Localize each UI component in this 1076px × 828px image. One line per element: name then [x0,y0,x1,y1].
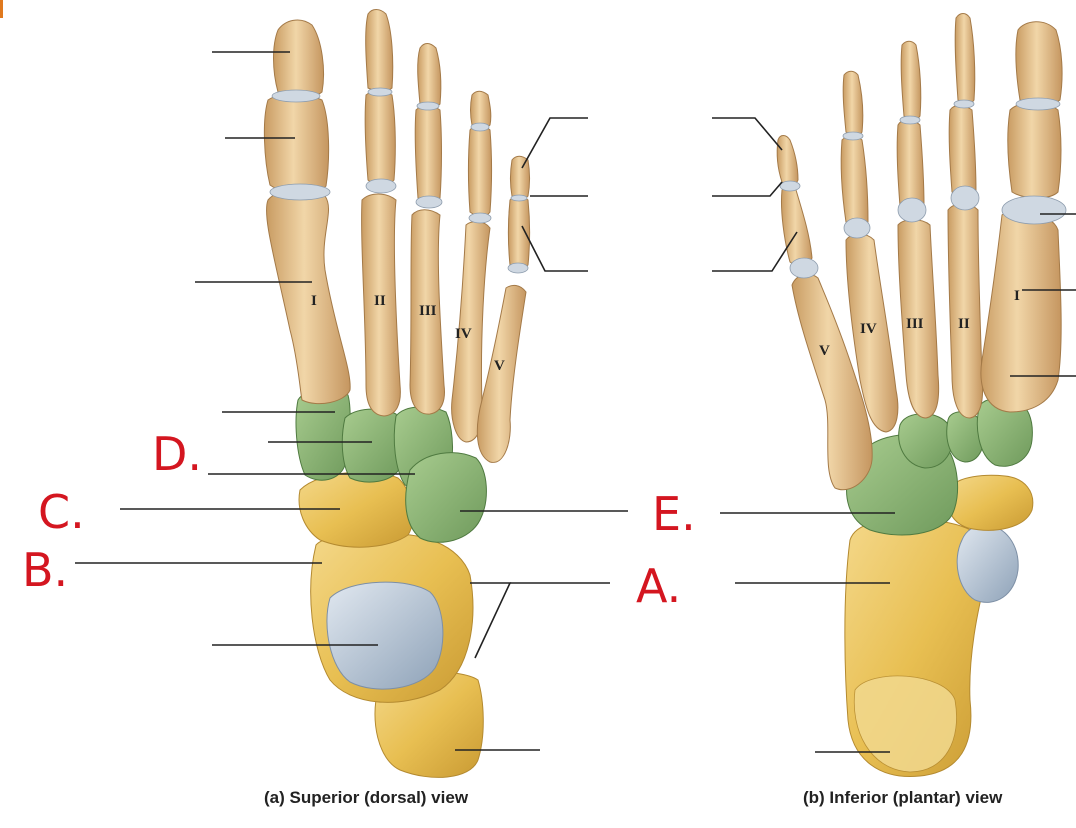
metatarsal-3-superior [409,209,445,415]
label-mask-left-mid [0,256,200,396]
metatarsal-4-inferior [845,233,899,433]
metatarsal-5-superior [476,284,527,463]
caption-superior-view: (a) Superior (dorsal) view [264,788,469,807]
inferior-joint-cartilage [779,97,1067,279]
toe-3-distal-phalanges-inferior [900,40,922,120]
numeral-superior-4: IV [455,326,472,342]
handwritten-label-c: C. [38,485,85,539]
label-mask-left-top [0,30,215,260]
toe-2-distal-phalanges-inferior [954,13,976,104]
toe-5-distal-phalanges [510,155,530,200]
handwritten-label-d: D. [152,427,202,481]
toe-3-proximal-phalanx-inferior [896,119,925,211]
superior-joint-cartilage [269,87,529,274]
toe-2-proximal-phalanx-inferior [948,105,977,197]
toe-5-proximal-phalanx-inferior [781,185,813,266]
hallux-distal-phalanx [273,19,325,99]
numeral-inferior-3: III [906,316,924,332]
toe-5-proximal-phalanx [508,195,530,270]
hallux-distal-phalanx-inferior [1015,21,1063,105]
toe-4-distal-phalanges-inferior [842,70,864,136]
caption-inferior-view: (b) Inferior (plantar) view [803,788,1003,807]
talus-head-inferior [956,524,1019,603]
navicular-inferior [947,474,1034,531]
label-mask-left-lower [0,390,230,480]
metatarsal-1-superior [266,189,351,405]
numeral-superior-3: III [419,303,437,319]
inferior-view-foot: V IV III II I [776,13,1067,777]
cuboid-superior [405,452,487,543]
toe-5-distal-phalanges-inferior [776,135,799,186]
calcaneal-tuberosity [853,675,957,773]
numeral-superior-5: V [494,358,505,374]
toe-2-distal-phalanges [365,9,394,92]
metatarsal-2-superior [361,193,401,417]
intermediate-cuneiform [341,408,403,483]
hallux-proximal-phalanx-inferior [1007,102,1062,199]
numeral-superior-1: I [311,293,317,309]
numeral-inferior-2: II [958,316,970,332]
handwritten-label-a: A. [636,559,681,613]
numeral-superior-2: II [374,293,386,309]
handwritten-label-e: E. [652,487,696,541]
leader-lines [75,51,1076,753]
hallux-proximal-phalanx [263,93,330,194]
edge-marker [0,0,3,18]
toe-3-proximal-phalanx [414,105,442,203]
toe-4-proximal-phalanx-inferior [840,135,869,227]
toe-3-distal-phalanges [417,43,442,108]
metatarsal-5-inferior [791,273,873,491]
numeral-inferior-4: IV [860,321,877,337]
superior-view-foot: I II III IV V [263,9,530,778]
numeral-inferior-1: I [1014,288,1020,304]
toe-4-proximal-phalanx [468,125,492,217]
metatarsal-2-inferior [947,203,984,419]
label-mask-left-bottom [0,590,210,710]
label-mask-bottom-center [540,725,810,775]
numeral-inferior-5: V [819,343,830,359]
metatarsal-1-inferior [980,209,1062,413]
blanked-label-areas [0,30,810,775]
handwritten-label-b: B. [22,543,68,597]
toe-4-distal-phalanges [470,90,492,129]
label-mask-center [590,95,712,295]
metatarsal-3-inferior [897,219,940,419]
toe-2-proximal-phalanx [364,90,396,187]
talus-trochlea [326,581,444,690]
